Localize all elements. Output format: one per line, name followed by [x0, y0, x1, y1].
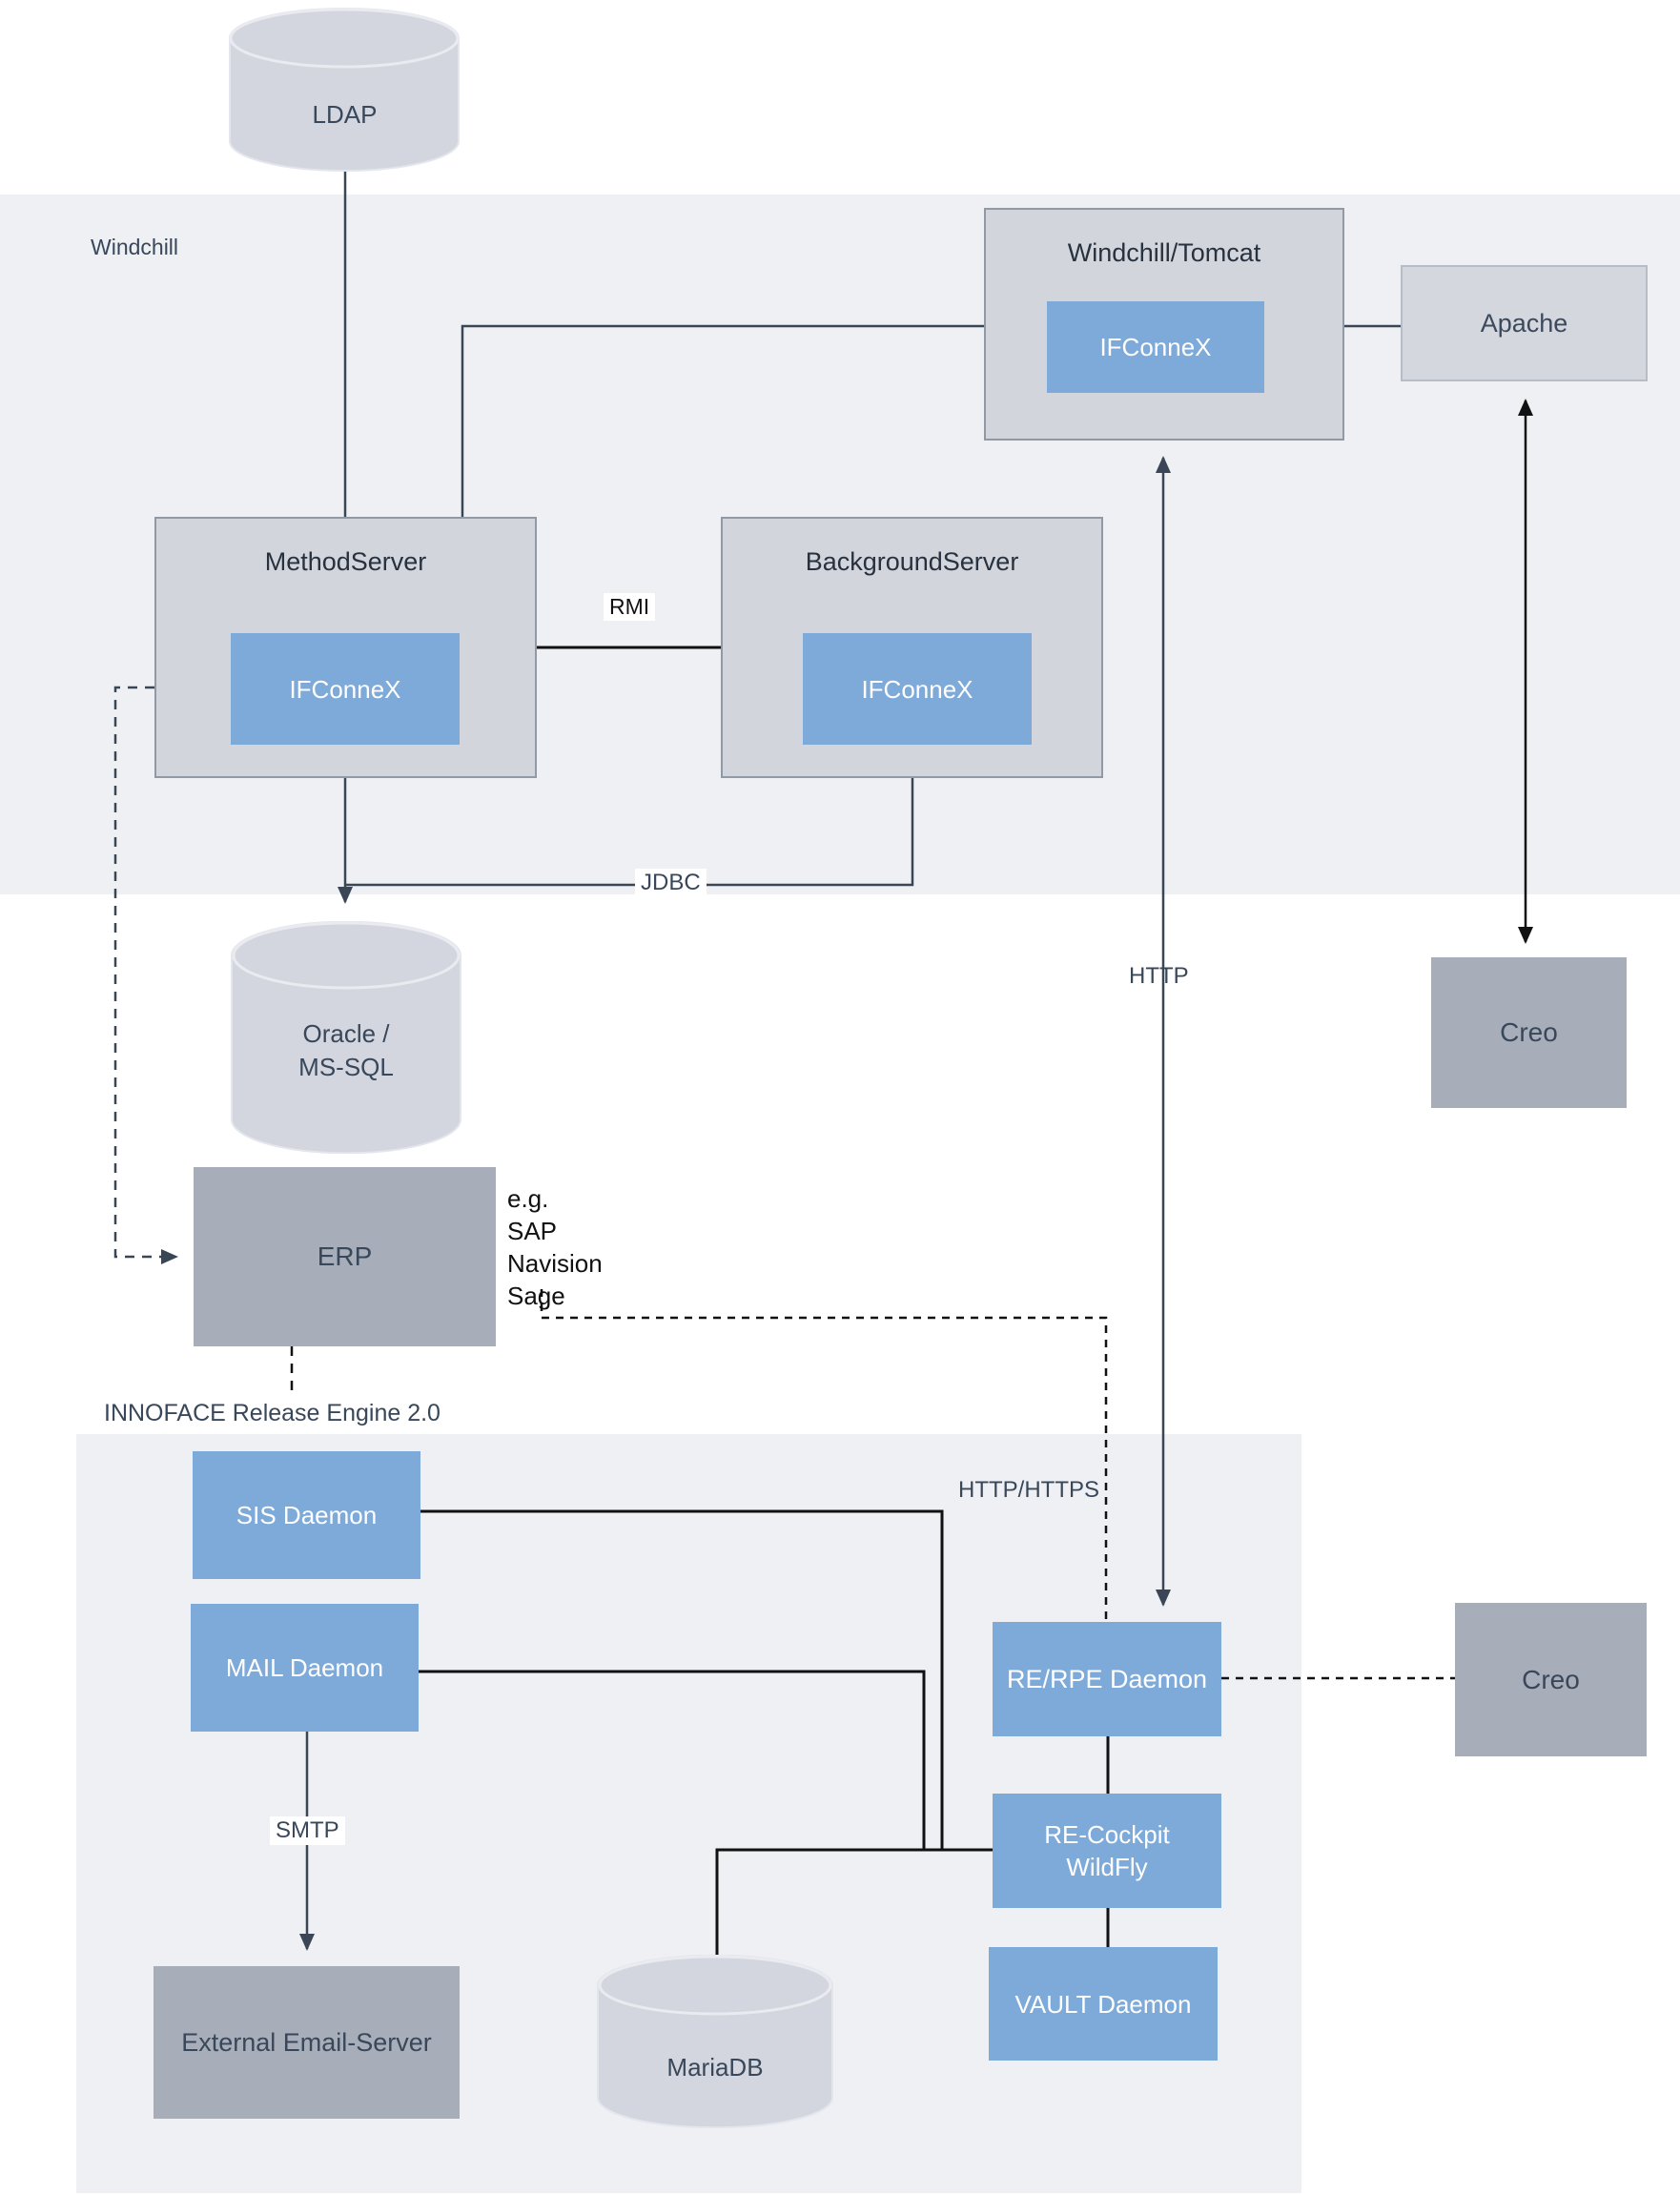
erp-note-line: Sage [507, 1282, 565, 1310]
erp-examples-note: e.g. SAP Navision Sage [507, 1182, 603, 1312]
release-engine-zone-label: INNOFACE Release Engine 2.0 [104, 1400, 440, 1426]
vault-daemon-box: VAULT Daemon [989, 1947, 1218, 2061]
re-rpe-daemon-label: RE/RPE Daemon [1006, 1665, 1208, 1693]
oracle-label-line2: MS-SQL [298, 1053, 394, 1081]
oracle-label-line1: Oracle / [302, 1019, 390, 1048]
windchill-tomcat-box: Windchill/Tomcat IFConneX [984, 208, 1344, 441]
ldap-database: LDAP [229, 8, 461, 172]
mail-daemon-box: MAIL Daemon [191, 1604, 419, 1732]
ifconnex-method-box: IFConneX [231, 633, 460, 745]
creo-top-box: Creo [1431, 957, 1627, 1108]
background-server-title: BackgroundServer [805, 547, 1019, 576]
ifconnex-tomcat-label: IFConneX [1099, 333, 1212, 361]
wire-methodserver-erp-dashed [113, 686, 178, 1264]
apache-label: Apache [1480, 308, 1568, 338]
apache-box: Apache [1401, 265, 1648, 381]
ifconnex-background-label: IFConneX [861, 674, 973, 704]
wire-jdbc [345, 778, 914, 887]
mariadb-database: MariaDB [597, 1955, 833, 2128]
vault-daemon-label: VAULT Daemon [1014, 1989, 1192, 2019]
erp-note-line: e.g. [507, 1184, 549, 1213]
erp-note-line: SAP [507, 1217, 558, 1245]
wire-methodserver-tomcat [461, 324, 984, 517]
erp-box: ERP [194, 1167, 496, 1346]
erp-label: ERP [317, 1241, 373, 1271]
wire-mariadb-cockpit [715, 1848, 993, 1955]
sis-daemon-box: SIS Daemon [193, 1451, 420, 1579]
background-server-box: BackgroundServer IFConneX [721, 517, 1103, 778]
re-cockpit-label-line2: WildFly [1066, 1853, 1148, 1881]
http-https-edge-label: HTTP/HTTPS [958, 1477, 1099, 1503]
windchill-zone-label: Windchill [91, 235, 179, 259]
rmi-edge-label: RMI [604, 593, 656, 621]
method-server-box: MethodServer IFConneX [154, 517, 537, 778]
external-email-server-label: External Email-Server [181, 2028, 432, 2057]
re-cockpit-box: RE-Cockpit WildFly [993, 1794, 1221, 1908]
re-rpe-daemon-box: RE/RPE Daemon [993, 1622, 1221, 1736]
mail-daemon-label: MAIL Daemon [225, 1653, 384, 1682]
wire-sis-cockpit [420, 1509, 944, 1850]
http-edge-label: HTTP [1129, 963, 1189, 989]
creo-bottom-label: Creo [1522, 1664, 1580, 1694]
ldap-label: LDAP [312, 100, 378, 129]
mariadb-label: MariaDB [666, 2053, 764, 2082]
wire-mail-cockpit [419, 1670, 926, 1850]
ifconnex-background-box: IFConneX [803, 633, 1032, 745]
sis-daemon-label: SIS Daemon [236, 1501, 378, 1529]
creo-top-label: Creo [1500, 1017, 1558, 1047]
ifconnex-tomcat-box: IFConneX [1047, 301, 1264, 393]
ifconnex-method-label: IFConneX [289, 674, 401, 704]
wire-erp-rerpe-dashed [540, 1289, 1108, 1619]
re-cockpit-label-line1: RE-Cockpit [1044, 1820, 1170, 1849]
external-email-server-box: External Email-Server [154, 1966, 460, 2119]
erp-note-line: Navision [507, 1249, 603, 1278]
method-server-title: MethodServer [264, 547, 427, 576]
creo-bottom-box: Creo [1455, 1603, 1647, 1756]
oracle-mssql-database: Oracle / MS-SQL [231, 921, 461, 1154]
windchill-tomcat-title: Windchill/Tomcat [1067, 238, 1261, 267]
jdbc-edge-label: JDBC [635, 869, 707, 897]
smtp-edge-label: SMTP [270, 1816, 345, 1845]
